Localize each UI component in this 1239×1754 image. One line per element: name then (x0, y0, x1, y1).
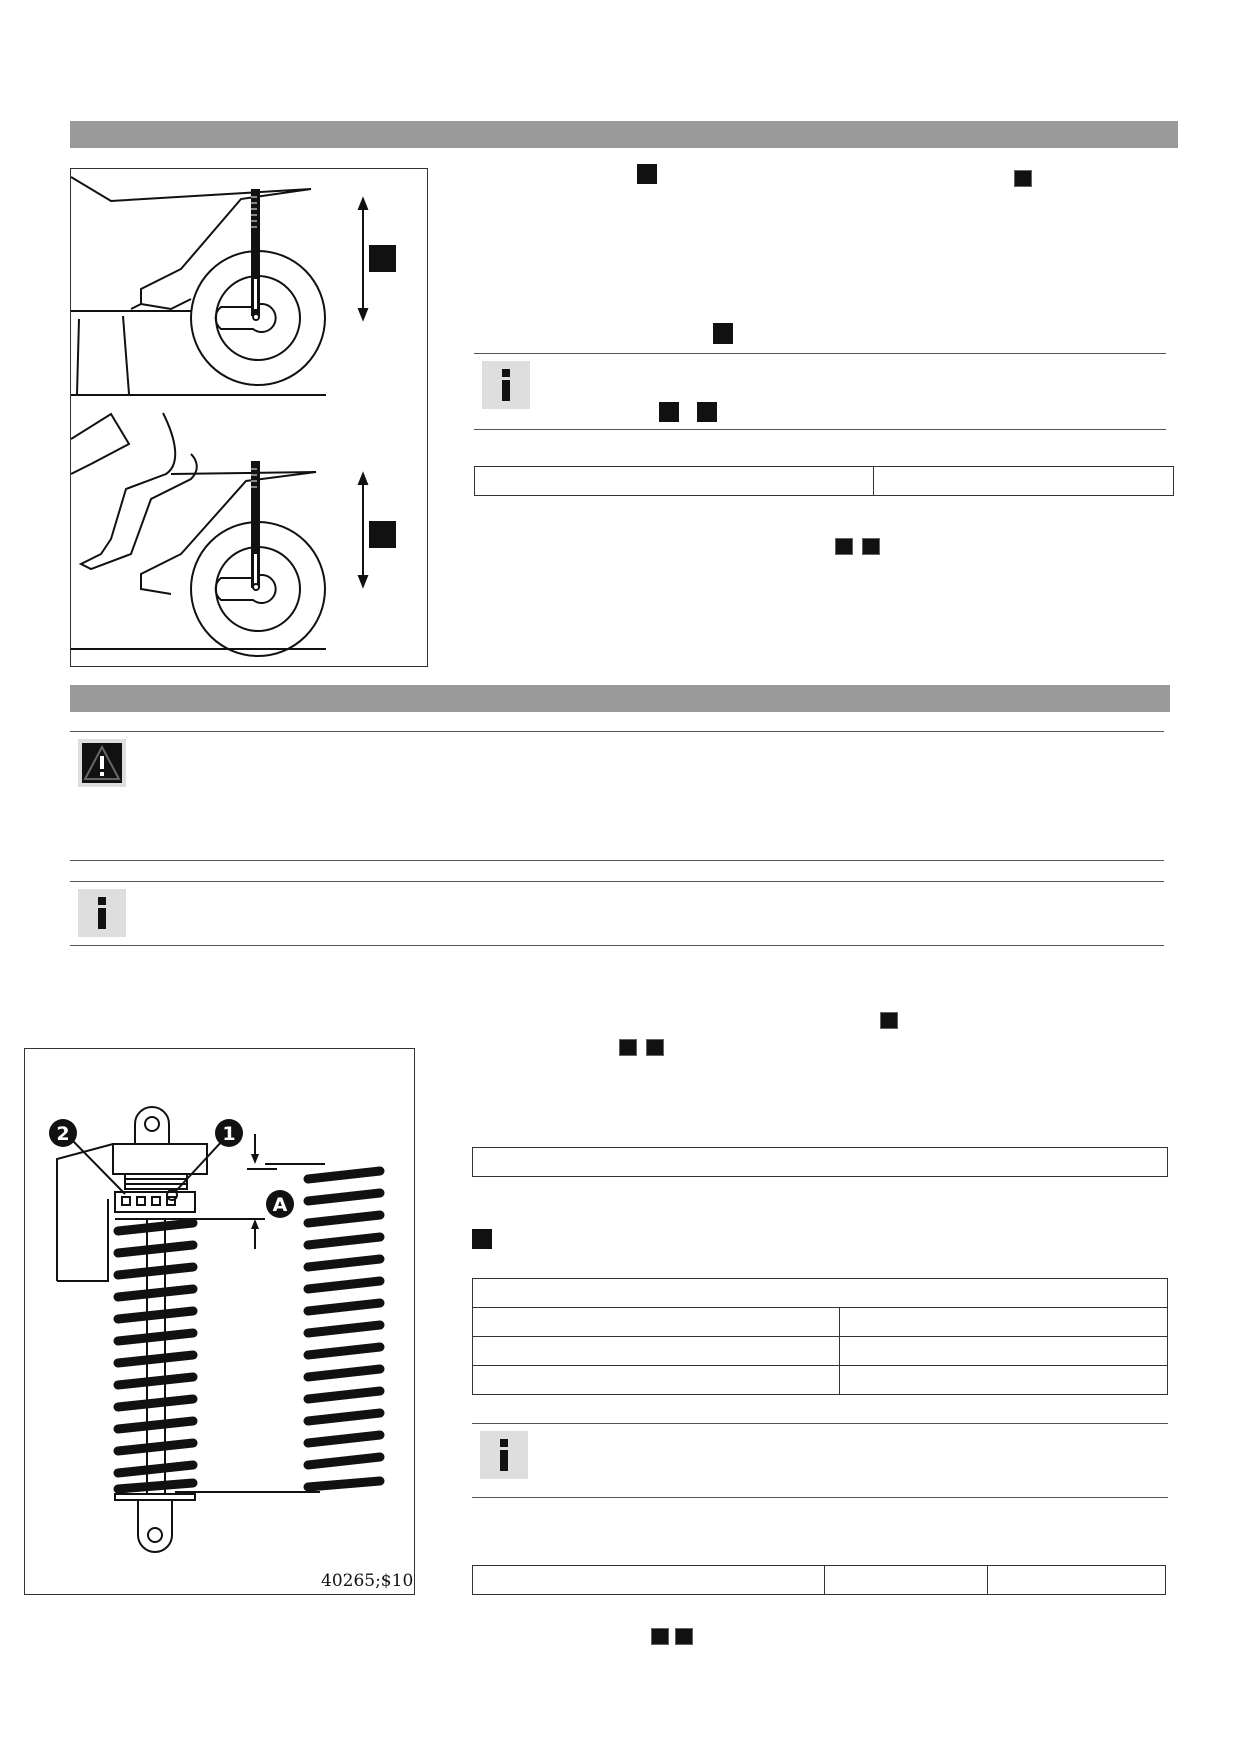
divider (472, 1497, 1168, 1498)
table-cell (873, 466, 1174, 496)
table-cell (472, 1147, 1168, 1177)
divider (472, 1423, 1168, 1424)
callout-label-1: 1 (222, 1123, 235, 1145)
table-row (472, 1565, 1166, 1595)
divider (70, 945, 1164, 946)
dimension-label-a: A (273, 1194, 288, 1216)
section-header-bar (70, 121, 1178, 148)
table-header-cell (472, 1278, 1168, 1308)
table-row (474, 466, 1174, 496)
shock-absorber-figure: 2 1 A 40265;$10 (24, 1048, 415, 1595)
spec-table (472, 1147, 1168, 1177)
black-square-icon (651, 1628, 669, 1645)
divider (70, 731, 1164, 732)
black-square-icon (659, 402, 679, 422)
sag-measurement-drawing (71, 176, 396, 657)
divider (70, 860, 1164, 861)
black-square-icon (862, 538, 880, 555)
black-square-icon (646, 1039, 664, 1056)
spec-table (474, 466, 1174, 496)
table-cell (839, 1336, 1168, 1366)
callout-label-2: 2 (56, 1123, 69, 1145)
table-row (472, 1365, 1168, 1395)
black-square-icon (675, 1628, 693, 1645)
black-square-icon (619, 1039, 637, 1056)
table-cell (824, 1565, 988, 1595)
table-cell (472, 1336, 840, 1366)
table-cell (474, 466, 874, 496)
divider (474, 429, 1166, 430)
table-cell (839, 1365, 1168, 1395)
figure-code: 40265;$10 (321, 1571, 414, 1591)
table-cell (472, 1365, 840, 1395)
black-square-icon (472, 1229, 492, 1249)
info-icon (78, 889, 126, 937)
section-header-bar (70, 685, 1170, 712)
divider (70, 881, 1164, 882)
table-row (472, 1307, 1168, 1337)
table-row (472, 1278, 1168, 1308)
black-square-icon (1014, 170, 1032, 187)
divider (474, 353, 1166, 354)
table-cell (472, 1307, 840, 1337)
spec-table (472, 1565, 1166, 1595)
black-square-icon (880, 1012, 898, 1029)
black-square-icon (697, 402, 717, 422)
sag-measurement-figure (70, 168, 428, 667)
table-cell (987, 1565, 1166, 1595)
info-icon (482, 361, 530, 409)
shock-absorber-drawing: 2 1 A (49, 1106, 385, 1553)
black-square-icon (713, 323, 733, 344)
table-row (472, 1147, 1168, 1177)
black-square-icon (835, 538, 853, 555)
info-icon (480, 1431, 528, 1479)
warning-icon (78, 739, 126, 787)
table-cell (839, 1307, 1168, 1337)
spec-table (472, 1278, 1168, 1395)
table-row (472, 1336, 1168, 1366)
table-cell (472, 1565, 825, 1595)
black-square-icon (637, 164, 657, 184)
